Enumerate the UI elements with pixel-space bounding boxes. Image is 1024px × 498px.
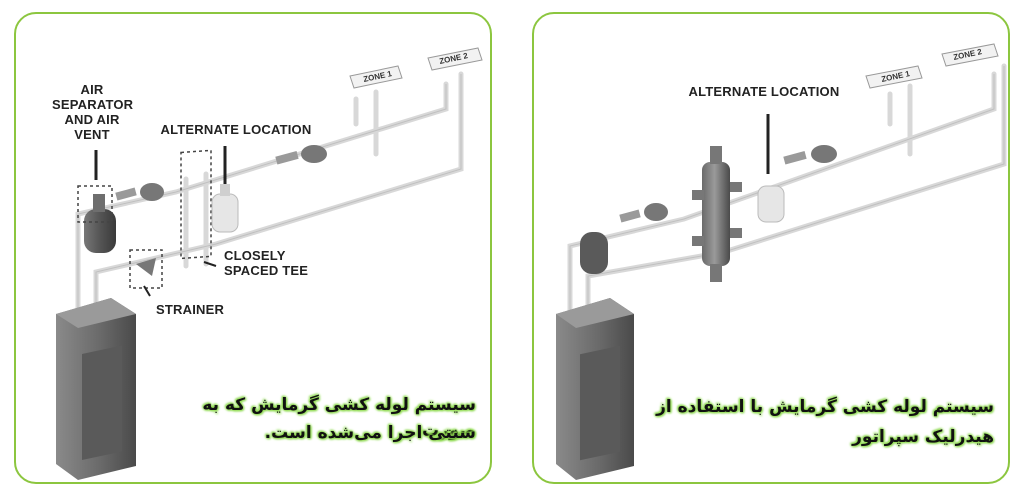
alternate-location-label: ALTERNATE LOCATION (160, 122, 312, 137)
traditional-piping-diagram: ZONE 1 ZONE 2 (56, 47, 483, 480)
pipes (567, 63, 1007, 317)
boiler (556, 298, 634, 480)
hydraulic-separator-panel: ZONE 1 ZONE 2 (532, 12, 1010, 484)
air-separator-highlight (77, 185, 113, 223)
closely-spaced-tee-highlight (180, 149, 212, 260)
zone-2-tag: ZONE 2 (427, 47, 483, 71)
alternate-location-label: ALTERNATE LOCATION (688, 84, 840, 99)
alternate-location-tank (211, 146, 239, 233)
caption-line-2: سنتی اجرا می‌شده است. (264, 423, 476, 443)
pump-2 (783, 145, 837, 165)
pump-1 (619, 203, 668, 223)
strainer-label: STRAINER (156, 302, 225, 317)
zone-1-tag: ZONE 1 (865, 65, 923, 89)
pump-2 (275, 145, 327, 165)
expansion-tank (580, 232, 608, 274)
air-separator-tank (77, 185, 116, 253)
zone-1-tag: ZONE 1 (349, 65, 403, 89)
pump-1 (115, 183, 164, 201)
tee-pointer (203, 261, 217, 267)
strainer (129, 249, 163, 297)
caption-line-1: سیستم لوله کشی گرمایش که به صورت (202, 395, 476, 441)
alternate-location-tank (757, 114, 785, 223)
traditional-piping-panel: ZONE 1 ZONE 2 (14, 12, 492, 484)
boiler (56, 298, 136, 480)
caption-line-2: هیدرلیک سپراتور (852, 427, 994, 447)
zone-2-tag: ZONE 2 (941, 43, 999, 67)
hydraulic-separator (692, 146, 742, 282)
hydraulic-separator-diagram: ZONE 1 ZONE 2 (556, 43, 1007, 480)
caption-line-1: سیستم لوله کشی گرمایش با استفاده از (656, 397, 994, 417)
